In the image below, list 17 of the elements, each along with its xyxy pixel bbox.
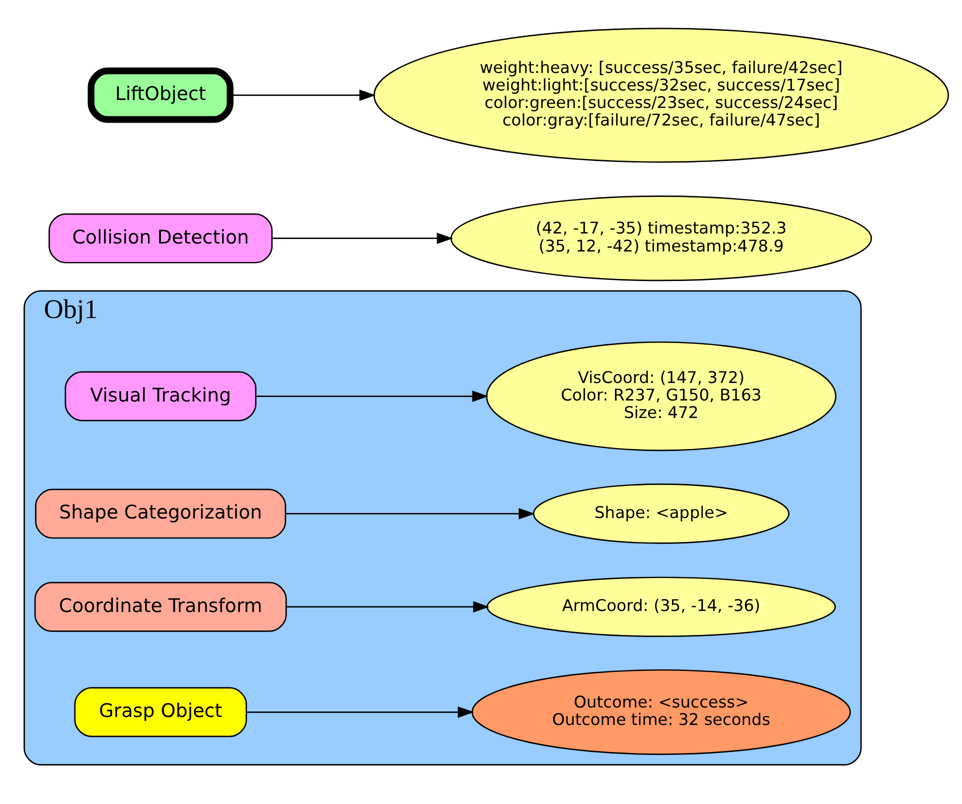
arrow bbox=[286, 508, 535, 520]
arrow bbox=[286, 601, 490, 613]
node-ellipse: ArmCoord: (35, -14, -36) bbox=[486, 576, 836, 638]
node-ellipse: weight:heavy: [success/35sec, failure/42sec] weight:light:[success/32sec, success/17sec] color:green:[success/23sec, success/24sec] color:gray:[failure/72sec, failure/47sec] bbox=[373, 28, 949, 163]
node-box: Visual Tracking bbox=[64, 371, 256, 422]
node-box: Coordinate Transform bbox=[34, 582, 287, 632]
node-box: Collision Detection bbox=[48, 213, 273, 264]
node-box: LiftObject bbox=[88, 68, 234, 123]
node-ellipse: VisCoord: (147, 372) Color: R237, G150, B163 Size: 472 bbox=[486, 341, 836, 452]
node-ellipse: Outcome: <success> Outcome time: 32 seconds bbox=[472, 669, 851, 755]
arrow bbox=[246, 706, 474, 718]
node-box: Shape Categorization bbox=[35, 488, 286, 539]
arrow bbox=[256, 390, 488, 402]
node-ellipse: (42, -17, -35) timestamp:352.3 (35, 12, -42) timestamp:478.9 bbox=[450, 195, 872, 282]
arrow bbox=[272, 232, 454, 244]
node-box: Grasp Object bbox=[74, 687, 247, 738]
node-ellipse: Shape: <apple> bbox=[532, 484, 790, 544]
